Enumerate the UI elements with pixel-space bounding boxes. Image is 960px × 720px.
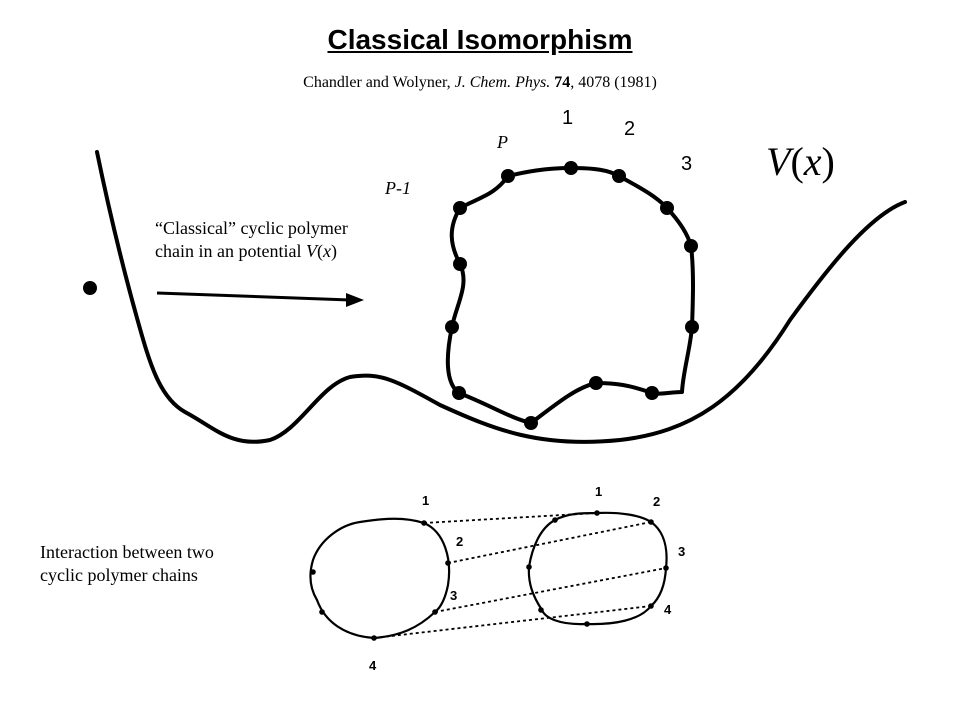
interaction-caption-line2: cyclic polymer chains	[40, 565, 198, 585]
polymer-bead	[685, 320, 699, 334]
polymer-caption-open: (	[316, 241, 323, 261]
bead-label-1: 1	[562, 107, 573, 129]
left-ring-bead	[319, 609, 325, 615]
citation-rest: , 4078 (1981)	[570, 74, 657, 91]
polymer-bead	[612, 169, 626, 183]
potential-label-open: (	[790, 139, 803, 184]
left-ring-label-2: 2	[456, 534, 463, 549]
polymer-caption-line2: chain in an potential V(x)	[155, 240, 348, 263]
left-ring-label-1: 1	[422, 493, 429, 508]
polymer-bead	[564, 161, 578, 175]
left-ring-bead	[421, 520, 427, 526]
polymer-bead	[660, 201, 674, 215]
interaction-line	[423, 512, 598, 524]
polymer-bead	[589, 376, 603, 390]
right-ring-bead	[538, 607, 544, 613]
bead-label-p: P	[496, 132, 508, 152]
isolated-bead	[83, 281, 97, 295]
polymer-bead	[453, 201, 467, 215]
right-ring	[527, 511, 668, 626]
interaction-diagram: 1 2 3 4 1 2 3 4	[309, 484, 685, 673]
polymer-bead	[501, 169, 515, 183]
potential-label-close: )	[822, 139, 835, 184]
arrow-head	[346, 293, 364, 307]
interaction-caption-line1: Interaction between two	[40, 542, 214, 562]
left-ring-bead	[432, 609, 438, 615]
polymer-bead	[684, 239, 698, 253]
arrow-line	[156, 291, 351, 302]
right-ring-label-2: 2	[653, 494, 660, 509]
polymer-bead	[445, 320, 459, 334]
polymer-bead	[524, 416, 538, 430]
left-ring-label-3: 3	[450, 588, 457, 603]
polymer-caption-v: V	[305, 241, 317, 261]
polymer-bead	[453, 257, 467, 271]
right-ring-label-4: 4	[664, 602, 672, 617]
right-ring-bead	[552, 517, 558, 523]
right-ring-label-3: 3	[678, 544, 685, 559]
citation-journal: J. Chem. Phys.	[454, 74, 551, 91]
bead-label-3: 3	[681, 153, 692, 175]
citation-volume: 74	[554, 74, 571, 91]
potential-label-v: V	[766, 139, 795, 184]
bead-label-p-minus-1: P-1	[384, 178, 411, 198]
left-ring	[309, 517, 451, 640]
left-ring-bead	[371, 635, 377, 641]
polymer-caption-line1: “Classical” cyclic polymer	[155, 218, 348, 238]
left-ring-bead	[310, 569, 316, 575]
interaction-line	[447, 521, 652, 564]
polymer-caption-close: )	[330, 241, 337, 261]
right-ring-bead	[584, 621, 590, 627]
left-ring-label-4: 4	[369, 658, 377, 673]
potential-label-x: x	[803, 139, 822, 184]
right-ring-label-1: 1	[595, 484, 602, 499]
polymer-ring	[445, 166, 695, 425]
left-ring-bead	[445, 560, 451, 566]
right-ring-bead	[594, 510, 600, 516]
right-ring-bead	[663, 565, 669, 571]
polymer-bead	[452, 386, 466, 400]
potential-curve	[95, 150, 907, 444]
potential-label: V(x)	[766, 139, 835, 184]
polymer-bead	[645, 386, 659, 400]
right-ring-bead	[526, 564, 532, 570]
polymer-caption-x: x	[322, 241, 331, 261]
bead-label-2: 2	[624, 118, 635, 140]
interaction-caption: Interaction between two cyclic polymer c…	[40, 541, 214, 587]
citation-authors: Chandler and Wolyner,	[303, 74, 451, 91]
polymer-caption-prefix: chain in an potential	[155, 241, 306, 261]
citation: Chandler and Wolyner, J. Chem. Phys. 74,…	[0, 74, 960, 92]
page-title: Classical Isomorphism	[327, 24, 633, 55]
interaction-line	[434, 567, 667, 613]
right-ring-bead	[648, 519, 654, 525]
right-ring-bead	[648, 603, 654, 609]
polymer-caption: “Classical” cyclic polymer chain in an p…	[155, 217, 348, 263]
interaction-line	[373, 605, 652, 639]
